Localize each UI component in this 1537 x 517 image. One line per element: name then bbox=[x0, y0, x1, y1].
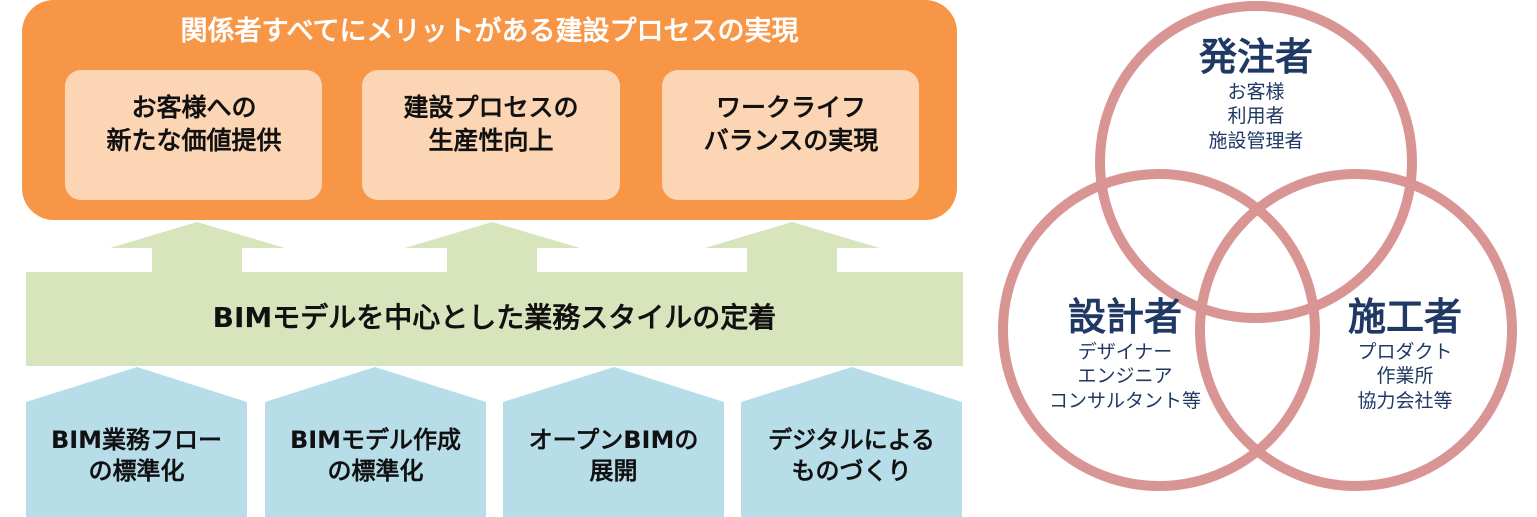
foundation-label: BIM業務フロー の標準化 bbox=[50, 426, 223, 486]
role-designer: 設計者 デザイナー エンジニア コンサルタント等 bbox=[1020, 295, 1230, 414]
up-arrow bbox=[405, 222, 580, 272]
role-member: デザイナー bbox=[1077, 340, 1173, 363]
foundation-box bbox=[265, 367, 486, 517]
role-member: 利用者 bbox=[1227, 105, 1285, 128]
role-member: エンジニア bbox=[1077, 365, 1173, 388]
goal-box bbox=[662, 70, 919, 200]
role-name: 設計者 bbox=[1067, 295, 1182, 339]
goal-label: ワークライフ バランスの実現 bbox=[703, 93, 879, 155]
circle-constructor bbox=[1195, 169, 1517, 491]
up-arrow bbox=[705, 222, 880, 272]
role-member: 作業所 bbox=[1376, 365, 1434, 388]
circle-client bbox=[1095, 1, 1417, 323]
band-label: BIMモデルを中心とした業務スタイルの定着 bbox=[212, 301, 777, 334]
role-member: お客様 bbox=[1227, 80, 1285, 103]
goal-label: 建設プロセスの 生産性向上 bbox=[403, 93, 579, 155]
foundation-label: デジタルによる ものづくり bbox=[768, 426, 935, 486]
role-name: 発注者 bbox=[1198, 35, 1313, 79]
up-arrow bbox=[110, 222, 285, 272]
goal-box bbox=[362, 70, 620, 200]
role-member: プロダクト bbox=[1357, 340, 1453, 363]
goal-label: お客様への 新たな価値提供 bbox=[106, 93, 282, 155]
role-name: 施工者 bbox=[1347, 295, 1462, 339]
circle-designer bbox=[998, 169, 1320, 491]
goal-box bbox=[65, 70, 322, 200]
role-client: 発注者 お客様 利用者 施設管理者 bbox=[1156, 35, 1356, 154]
foundation-box bbox=[26, 367, 247, 517]
role-member: 施設管理者 bbox=[1208, 130, 1304, 153]
role-member: コンサルタント等 bbox=[1048, 390, 1201, 413]
role-constructor: 施工者 プロダクト 作業所 協力会社等 bbox=[1305, 295, 1505, 414]
main-title: 関係者すべてにメリットがある建設プロセスの実現 bbox=[180, 16, 799, 47]
foundation-box bbox=[503, 367, 724, 517]
foundation-label: オープンBIMの 展開 bbox=[528, 426, 699, 486]
foundation-label: BIMモデル作成 の標準化 bbox=[289, 426, 462, 486]
role-member: 協力会社等 bbox=[1357, 390, 1453, 413]
bim-band bbox=[26, 272, 963, 366]
foundation-box bbox=[741, 367, 962, 517]
